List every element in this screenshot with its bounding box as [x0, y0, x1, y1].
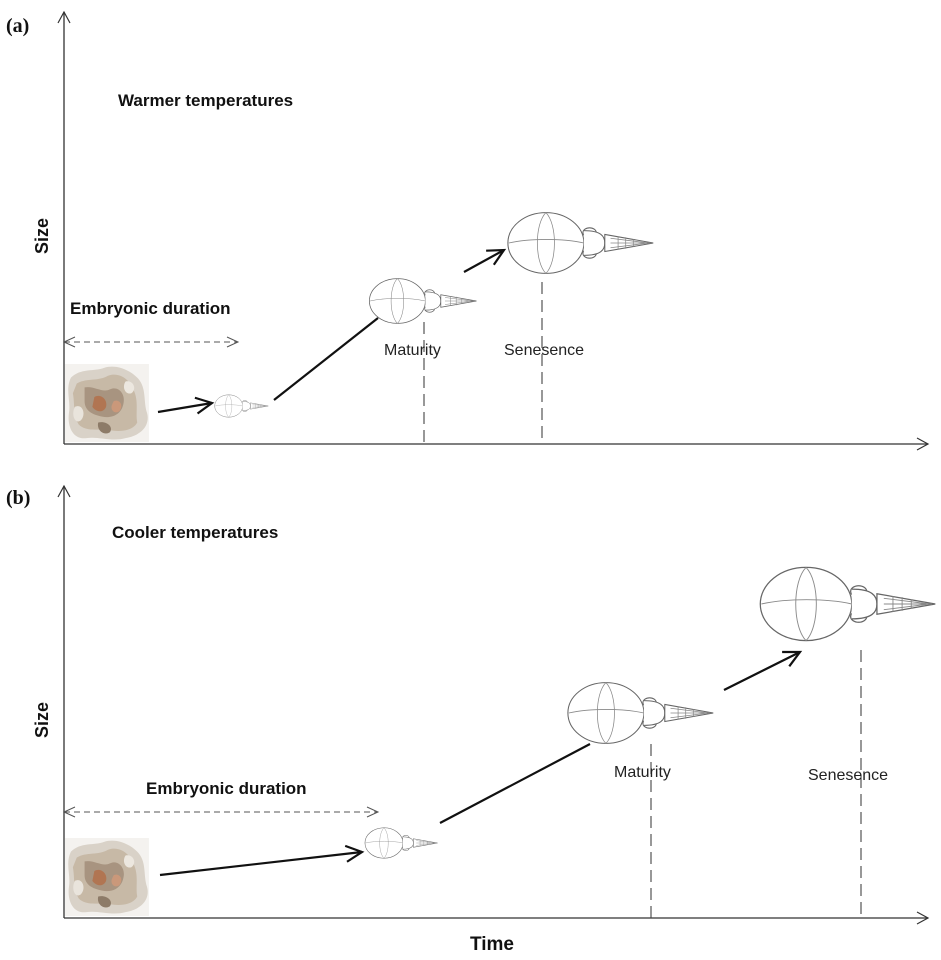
panel-a-letter: (a): [6, 15, 29, 37]
panel-b-condition: Cooler temperatures: [112, 523, 278, 542]
squid-hatchling-icon: [364, 827, 438, 859]
panel-a-growth-line: [273, 317, 379, 401]
panel-a: (a) Warmer temperatures Size Embryonic d…: [6, 10, 930, 451]
panel-b-growth-arrow-1: [159, 844, 365, 877]
squid-maturity-icon: [369, 278, 477, 324]
x-axis-label: Time: [470, 934, 514, 955]
panel-b-growth-line: [439, 743, 591, 824]
panel-a-senescence-label: Senesence: [504, 342, 584, 359]
panel-b-embryonic-label: Embryonic duration: [146, 779, 307, 798]
panel-b-senescence-label: Senesence: [808, 767, 888, 784]
squid-maturity-icon: [567, 682, 714, 744]
panel-a-growth-arrow-2: [463, 248, 507, 273]
panel-b-y-axis-label: Size: [32, 702, 52, 738]
panel-a-maturity-label: Maturity: [384, 342, 441, 359]
egg-mass-icon: [65, 838, 149, 916]
panel-b-maturity-label: Maturity: [614, 764, 671, 781]
panel-a-growth-arrow-1: [157, 396, 215, 415]
panel-b-letter: (b): [6, 487, 30, 509]
squid-senescence-icon: [759, 566, 936, 642]
panel-a-embryonic-label: Embryonic duration: [70, 299, 231, 318]
panel-b-growth-arrow-2: [723, 650, 803, 691]
panel-a-y-axis-label: Size: [32, 218, 52, 254]
panel-a-condition: Warmer temperatures: [118, 91, 293, 110]
egg-mass-icon: [65, 364, 149, 442]
squid-hatchling-icon: [214, 394, 269, 418]
panel-b: (b) Cooler temperatures Size Embryonic d…: [6, 484, 936, 925]
squid-senescence-icon: [507, 212, 654, 274]
